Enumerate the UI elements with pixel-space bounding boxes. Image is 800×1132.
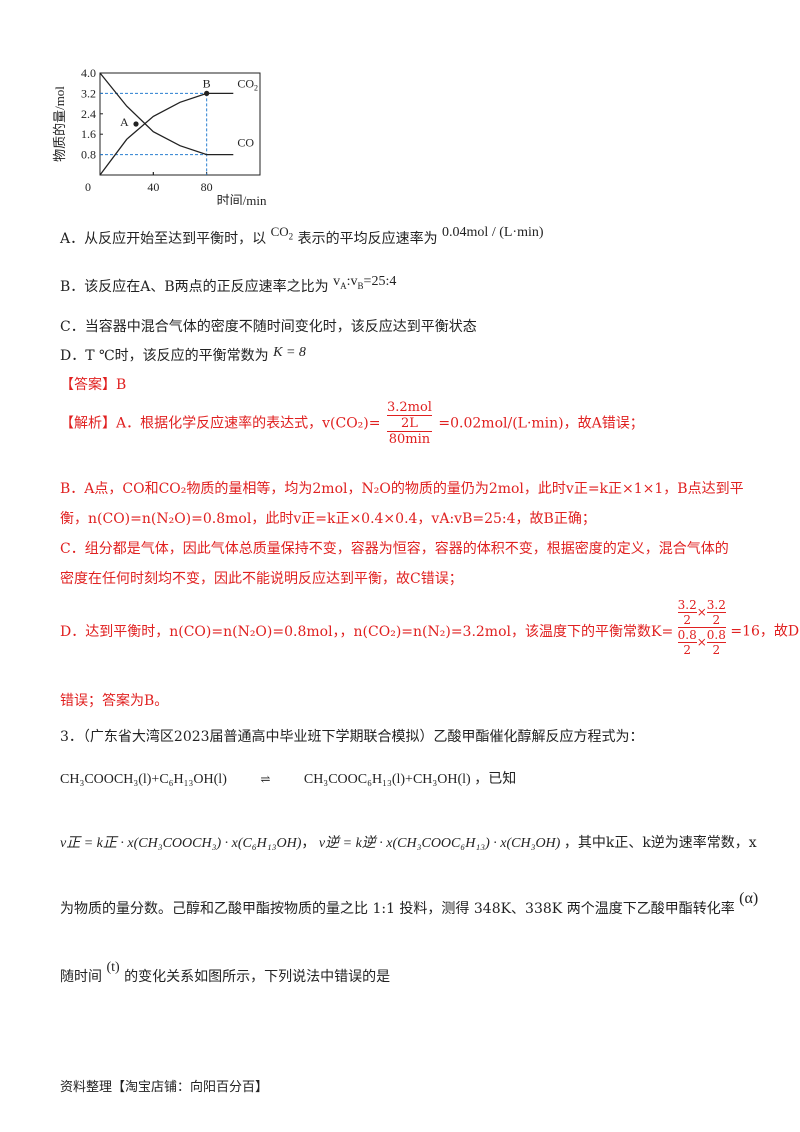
plot-frame (99, 72, 261, 176)
y-tick-label: 2.4 (81, 107, 96, 121)
equilibrium-arrow-icon: ⇌ (260, 772, 271, 786)
series-co2 (99, 92, 234, 176)
analysis-c-line2: 密度在任何时刻均不变，因此不能说明反应达到平衡，故C错误； (60, 571, 463, 587)
y-tick-label: 0.8 (81, 148, 96, 162)
x-tick-label: 40 (147, 180, 159, 194)
series-label-co: CO (237, 136, 254, 150)
y-tick-label: 4.0 (81, 66, 96, 80)
question-3-line3: 随时间 (t) 的变化关系如图所示，下列说法中错误的是 (60, 960, 391, 985)
analysis-b-line2: 衡，n(CO)=n(N₂O)=0.8mol，此时v正=k正×0.4×0.4，vA… (60, 511, 596, 527)
y-tick-label: 1.6 (81, 127, 96, 141)
y-axis-label: 物质的量/mol (52, 86, 67, 162)
series-co (99, 72, 234, 156)
option-a: A．从反应开始至达到平衡时，以 CO2 表示的平均反应速率为 0.04mol /… (60, 224, 544, 247)
analysis-a: 【解析】A．根据化学反应速率的表达式，v(CO₂)= 3.2mol 2L 80m… (60, 400, 644, 447)
question-3-intro: 3．（广东省大湾区2023届普通高中毕业班下学期联合模拟）乙酸甲酯催化醇解反应方… (60, 729, 644, 745)
x-tick-label: 80 (201, 180, 213, 194)
point-a (133, 121, 139, 127)
point-b (204, 90, 210, 96)
series-label-co2: CO2 (237, 76, 258, 92)
x-axis-label: 时间/min (217, 193, 267, 205)
analysis-d-end: 错误；答案为B。 (60, 693, 169, 709)
point-label-b: B (203, 76, 211, 90)
reaction-equation: CH₃COOCH₃(l)+C₆H₁₃OH(l) ⇌ CH₃COOC₆H₁₃(l)… (60, 771, 517, 787)
question-3-line2: 为物质的量分数。己醇和乙酸甲酯按物质的量之比 1:1 投料，测得 348K、33… (60, 890, 759, 917)
analysis-c-line1: C．组分都是气体，因此气体总质量保持不变，容器为恒容，容器的体积不变，根据密度的… (60, 541, 729, 557)
x-tick-label: 0 (85, 180, 91, 194)
answer-label: 【答案】B (60, 377, 127, 393)
option-b: B．该反应在A、B两点的正反应速率之比为 vA:vB=25:4 (60, 274, 397, 295)
point-label-a: A (120, 115, 129, 129)
analysis-d: D．达到平衡时，n(CO)=n(N₂O)=0.8mol，，n(CO₂)=n(N₂… (60, 598, 800, 657)
y-tick-label: 3.2 (81, 86, 96, 100)
footer: 资料整理【淘宝店铺：向阳百分百】 (60, 1080, 269, 1095)
option-d: D．T ℃时，该反应的平衡常数为 K = 8 (60, 345, 306, 364)
rate-equations: v正 = k正 · x(CH₃COOCH₃) · x(C₆H₁₃OH)， v逆 … (60, 835, 757, 851)
analysis-b-line1: B．A点，CO和CO₂物质的量相等，均为2mol，N₂O的物质的量仍为2mol，… (60, 481, 744, 497)
option-c: C．当容器中混合气体的密度不随时间变化时，该反应达到平衡状态 (60, 319, 477, 335)
